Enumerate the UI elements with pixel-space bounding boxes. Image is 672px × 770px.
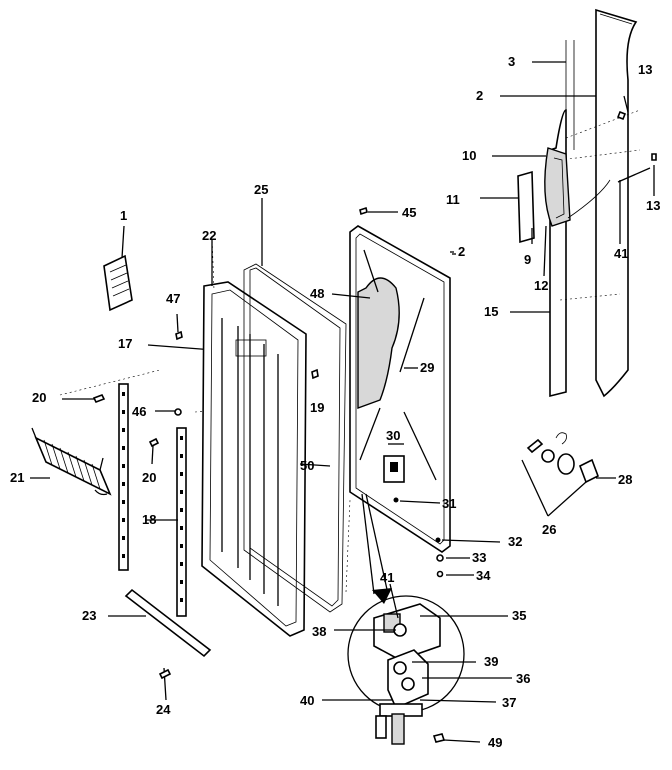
label-32: 32	[508, 534, 522, 549]
label-2a: 2	[476, 88, 483, 103]
label-35: 35	[512, 608, 526, 623]
label-34: 34	[476, 568, 491, 583]
label-13a: 13	[638, 62, 652, 77]
label-17: 17	[118, 336, 132, 351]
part-23-bar	[108, 588, 212, 658]
part-1-card	[103, 225, 133, 312]
label-10: 10	[462, 148, 476, 163]
part-2-door	[331, 225, 501, 593]
label-47: 47	[166, 291, 180, 306]
label-18: 18	[142, 512, 156, 527]
label-45: 45	[402, 205, 416, 220]
label-15: 15	[484, 304, 498, 319]
label-20a: 20	[32, 390, 46, 405]
label-1: 1	[120, 208, 127, 223]
label-39: 39	[484, 654, 498, 669]
label-50: 50	[300, 458, 314, 473]
parts-45-33-34	[359, 206, 474, 578]
label-13b: 13	[646, 198, 660, 213]
part-26-stop	[521, 432, 616, 517]
label-21: 21	[10, 470, 24, 485]
label-37: 37	[502, 695, 516, 710]
label-20b: 20	[142, 470, 156, 485]
label-24: 24	[156, 702, 171, 717]
label-48: 48	[310, 286, 324, 301]
label-30: 30	[386, 428, 400, 443]
label-31: 31	[442, 496, 456, 511]
label-11: 11	[446, 192, 460, 207]
label-3: 3	[508, 54, 515, 69]
label-9: 9	[524, 252, 531, 267]
label-41a: 41	[380, 570, 394, 585]
label-28: 28	[618, 472, 632, 487]
label-40: 40	[300, 693, 314, 708]
label-25: 25	[254, 182, 268, 197]
part-10-handle	[480, 95, 657, 277]
label-26: 26	[542, 522, 556, 537]
label-19: 19	[310, 400, 324, 415]
callout-labels: 1 2 2 3 9 10 11 12 13 13 15 17 18 19 20 …	[10, 54, 660, 750]
label-46: 46	[132, 404, 146, 419]
label-22: 22	[202, 228, 216, 243]
hinge-detail	[322, 493, 512, 745]
label-36: 36	[516, 671, 530, 686]
label-41b: 41	[614, 246, 628, 261]
part-18-rails	[59, 369, 231, 617]
label-33: 33	[472, 550, 486, 565]
label-49: 49	[488, 735, 502, 750]
label-23: 23	[82, 608, 96, 623]
part-22-liner	[201, 235, 307, 637]
label-12: 12	[534, 278, 548, 293]
part-21-shelf	[30, 427, 112, 496]
label-29: 29	[420, 360, 434, 375]
label-2b: 2	[458, 244, 465, 259]
label-38: 38	[312, 624, 326, 639]
part-25-gasket	[243, 198, 347, 613]
